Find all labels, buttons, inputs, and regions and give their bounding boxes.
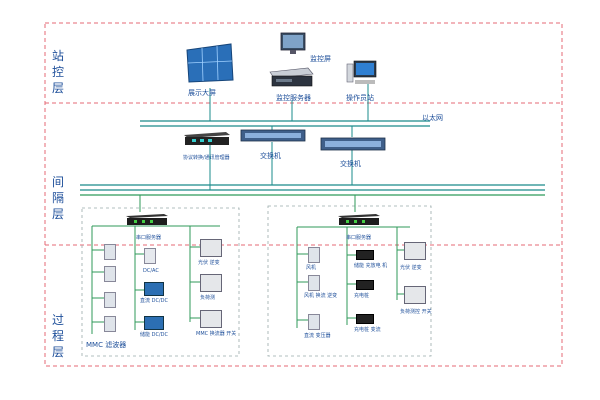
breaker-2-label: 负荷测控 开关 bbox=[400, 309, 432, 315]
station-layer-label: 站 控 层 bbox=[51, 48, 65, 96]
switch-right-label: 交换机 bbox=[340, 160, 361, 168]
charger-icon bbox=[356, 250, 374, 260]
switch-icon bbox=[240, 128, 306, 143]
converter-icon bbox=[144, 282, 164, 296]
device-2-label: 负荷测 bbox=[200, 295, 216, 301]
display-wall-icon bbox=[185, 42, 235, 84]
station-layer-char: 站 bbox=[51, 49, 64, 63]
ethernet-label: 以太网 bbox=[422, 114, 443, 122]
serial-server-left-label: 串口服务器 bbox=[136, 235, 162, 241]
monitor-screen-label: 监控屏 bbox=[310, 55, 331, 63]
serial-server-right-label: 串口服务器 bbox=[346, 235, 372, 241]
switch-icon bbox=[320, 136, 386, 152]
charger-2-label: 充电桩 bbox=[354, 293, 370, 299]
station-layer-char: 控 bbox=[51, 65, 64, 79]
switch-left-label: 交换机 bbox=[260, 152, 281, 160]
serial-server-icon bbox=[124, 212, 170, 226]
display-wall-label: 展示大屏 bbox=[188, 89, 216, 97]
bay-layer-char: 间 bbox=[51, 175, 64, 189]
dc-converter-2-label: 直流 DC/DC bbox=[140, 298, 168, 304]
contactor-icon bbox=[200, 239, 222, 257]
breaker-1-label: 光伏 逆变 bbox=[400, 265, 422, 271]
wind-2-label: 风机 换流 逆变 bbox=[304, 293, 338, 299]
contactor-icon bbox=[404, 286, 426, 304]
charger-3-label: 充电桩 变流 bbox=[354, 327, 381, 333]
dc-converter-1-label: DC/AC bbox=[143, 268, 159, 274]
meter-icon bbox=[104, 292, 116, 308]
station-layer-char: 层 bbox=[51, 81, 64, 95]
operator-station-label: 操作员站 bbox=[346, 94, 374, 102]
meter-icon bbox=[308, 275, 320, 291]
meter-icon bbox=[308, 314, 320, 330]
meter-icon bbox=[308, 247, 320, 263]
device-3-label: MMC 换流器 开关 bbox=[196, 331, 237, 337]
meter-icon bbox=[104, 266, 116, 282]
bay-layer-label: 间 隔 层 bbox=[51, 174, 65, 222]
contactor-icon bbox=[200, 274, 222, 292]
server-icon bbox=[268, 66, 314, 88]
charger-icon bbox=[356, 280, 374, 290]
converter-icon bbox=[144, 248, 156, 264]
contactor-icon bbox=[404, 242, 426, 260]
bay-layer-char: 隔 bbox=[51, 191, 64, 205]
mmc-filter-label: MMC 滤波器 bbox=[86, 341, 127, 349]
serial-server-icon bbox=[336, 212, 382, 226]
meter-icon bbox=[104, 244, 116, 260]
charger-1-label: 储能 充放电 机 bbox=[354, 263, 388, 269]
converter-icon bbox=[144, 316, 164, 330]
dc-converter-3-label: 储能 DC/DC bbox=[140, 332, 168, 338]
gateway-icon bbox=[182, 131, 232, 147]
wind-3-label: 直流 变压器 bbox=[304, 333, 331, 339]
operator-station-icon bbox=[346, 60, 378, 86]
process-layer-char: 程 bbox=[51, 329, 64, 343]
monitor-screen-icon bbox=[280, 32, 306, 56]
contactor-icon bbox=[200, 310, 222, 328]
gateway-label: 协议转换/通讯管理器 bbox=[183, 155, 230, 161]
process-layer-char: 过 bbox=[51, 313, 64, 327]
process-layer-char: 层 bbox=[51, 345, 64, 359]
monitor-server-label: 监控服务器 bbox=[276, 94, 311, 102]
process-layer-label: 过 程 层 bbox=[51, 312, 65, 360]
bay-layer-char: 层 bbox=[51, 207, 64, 221]
charger-icon bbox=[356, 314, 374, 324]
device-1-label: 光伏 逆变 bbox=[198, 260, 220, 266]
wind-1-label: 风机 bbox=[306, 265, 317, 271]
meter-icon bbox=[104, 316, 116, 332]
